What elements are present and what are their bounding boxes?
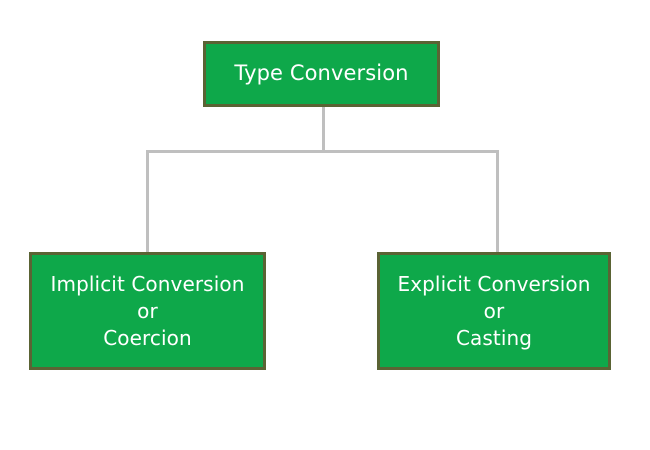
node-explicit-label-line-1: Explicit Conversion — [397, 272, 591, 296]
node-root-label: Type Conversion — [234, 61, 409, 86]
node-explicit-conversion[interactable]: Explicit Conversion or Casting — [377, 252, 611, 370]
node-implicit-label-line-2: or — [137, 299, 158, 323]
node-implicit-conversion[interactable]: Implicit Conversion or Coercion — [29, 252, 266, 370]
node-implicit-label-line-3: Coercion — [103, 326, 192, 350]
node-implicit-label-line-1: Implicit Conversion — [50, 272, 245, 296]
node-explicit-label-line-2: or — [483, 299, 505, 323]
node-explicit-label-line-3: Casting — [455, 326, 533, 350]
node-type-conversion[interactable]: Type Conversion — [203, 41, 440, 107]
